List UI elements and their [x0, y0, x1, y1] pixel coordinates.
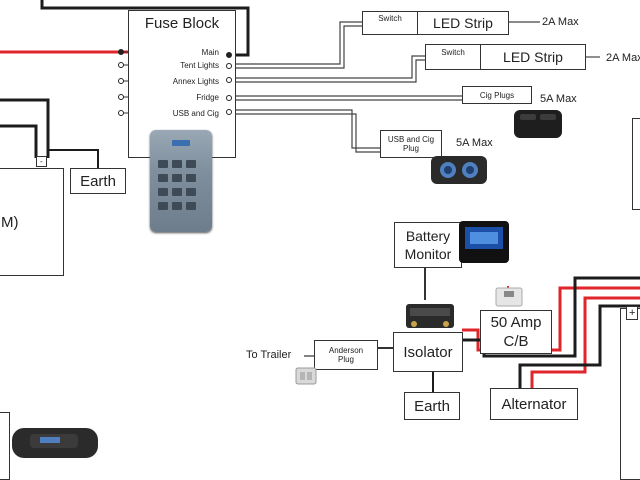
earth-wire-left: [48, 149, 99, 170]
isolator-label: Isolator: [403, 343, 453, 361]
terminal-out-usb: [226, 109, 232, 115]
earth-box-left: Earth: [70, 168, 126, 194]
fuse-row-main: Main: [129, 47, 235, 59]
battery-black-wire-2: [0, 124, 38, 158]
usb-socket-image: [431, 156, 487, 184]
terminal-in-fridge: [118, 94, 124, 100]
usb-plug-label: USB and Cig Plug: [387, 135, 435, 153]
alternator-black: [518, 304, 640, 390]
battery-negative-label: -: [36, 156, 47, 167]
earth-label-left: Earth: [80, 172, 116, 190]
led2-switch-box: Switch: [425, 44, 481, 70]
main-black-wire: [40, 0, 250, 57]
terminal-in-annex: [118, 78, 124, 84]
to-trailer-label: To Trailer: [246, 349, 292, 361]
led2-rating: 2A Max: [606, 52, 640, 64]
fuse-block-image: [150, 130, 212, 232]
terminal-out-annex: [226, 77, 232, 83]
fuse-row-usb: USB and Cig: [129, 108, 235, 120]
fuse-row-label: Main: [201, 48, 219, 57]
cig-plugs-label: Cig Plugs: [479, 90, 515, 100]
battery-label: M): [1, 213, 19, 231]
usb-wire-a: [232, 109, 380, 149]
usb-plug-box: USB and Cig Plug: [380, 130, 442, 158]
breaker-image: [495, 287, 523, 307]
battery-black-wire-1: [0, 98, 50, 158]
isolator-image: [406, 304, 454, 328]
terminal-out-main: [226, 52, 232, 58]
charger-box-left: [0, 412, 10, 480]
fuse-row-fridge: Fridge: [129, 92, 235, 104]
led1-strip-label: LED Strip: [433, 15, 493, 31]
fuse-row-label: Tent Lights: [180, 61, 219, 70]
tent-wire-b: [232, 25, 362, 69]
earth-box-right: Earth: [404, 392, 460, 420]
led1-strip-box: LED Strip: [417, 11, 509, 35]
anderson-plug-label: Anderson Plug: [328, 346, 364, 364]
anderson-plug-box: Anderson Plug: [314, 340, 378, 370]
annex-wire-b: [232, 59, 425, 83]
alternator-red: [530, 296, 640, 390]
battery-box-left: M): [0, 168, 64, 276]
terminal-in-usb: [118, 110, 124, 116]
anderson-plug-image: [295, 367, 317, 385]
led2-strip-box: LED Strip: [480, 44, 586, 70]
led1-rating: 2A Max: [542, 16, 579, 28]
fuse-row-label: USB and Cig: [172, 109, 219, 118]
fuse-block-title: Fuse Block: [144, 15, 220, 32]
terminal-in-tent: [118, 62, 124, 68]
cig-socket-image: [514, 110, 562, 138]
earth-label-right: Earth: [414, 397, 450, 415]
alternator-label: Alternator: [501, 395, 567, 413]
cig-plugs-box: Cig Plugs: [462, 86, 532, 104]
led2-strip-label: LED Strip: [503, 49, 563, 65]
isolator-box: Isolator: [393, 332, 463, 372]
cig-rating: 5A Max: [540, 93, 577, 105]
terminal-out-tent: [226, 63, 232, 69]
fuse-row-label: Fridge: [196, 93, 219, 102]
battery-charger-image: [12, 428, 98, 458]
fuse-brand-badge: [172, 140, 190, 146]
led1-switch-box: Switch: [362, 11, 418, 35]
breaker-label: 50 Amp C/B: [490, 314, 542, 350]
right-partial-box: [632, 118, 640, 210]
fuse-row-annex: Annex Lights: [129, 76, 235, 88]
terminal-in-main: [118, 49, 124, 55]
alternator-box: Alternator: [490, 388, 578, 420]
starter-positive-label: +: [626, 306, 639, 320]
usb-wire-b: [232, 113, 380, 153]
fuse-row-label: Annex Lights: [172, 77, 219, 86]
tent-wire-a: [232, 21, 362, 65]
fuse-row-tent: Tent Lights: [129, 60, 235, 72]
terminal-out-fridge: [226, 95, 232, 101]
annex-wire-a: [232, 55, 425, 79]
battery-monitor-box: Battery Monitor: [394, 222, 462, 268]
starter-battery-box: [620, 308, 640, 480]
breaker-box: 50 Amp C/B: [480, 310, 552, 354]
led1-switch-label: Switch: [378, 14, 402, 23]
usb-rating: 5A Max: [456, 137, 493, 149]
led2-switch-label: Switch: [441, 48, 465, 57]
battery-monitor-image: [459, 221, 509, 263]
battery-monitor-label: Battery Monitor: [404, 228, 452, 262]
